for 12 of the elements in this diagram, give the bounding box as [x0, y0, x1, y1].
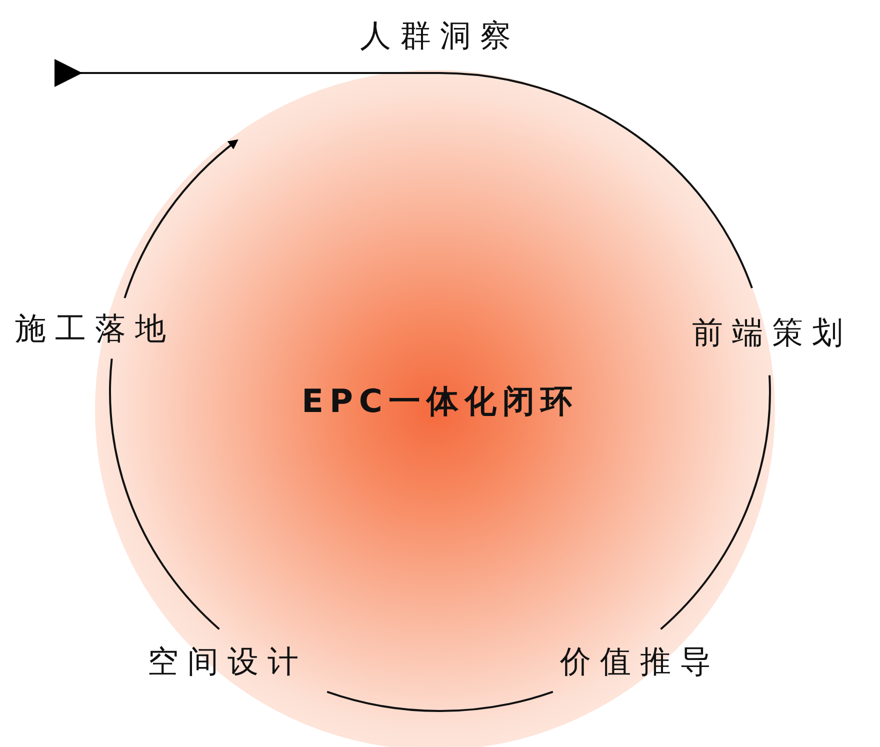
stage-label: 人群洞察 [359, 17, 521, 56]
connector-arc [660, 375, 770, 630]
connector-arc [326, 690, 554, 712]
stage-label: 前端策划 [691, 314, 853, 353]
center-title: EPC一体化闭环 [300, 381, 580, 422]
stage-label: 价值推导 [559, 642, 721, 682]
connector-arc [109, 358, 220, 630]
arrow [124, 139, 238, 298]
connector-arc [440, 72, 753, 288]
arrow [54, 59, 440, 87]
stage-label: 空间设计 [146, 642, 308, 682]
stage-label: 施工落地 [14, 310, 176, 349]
